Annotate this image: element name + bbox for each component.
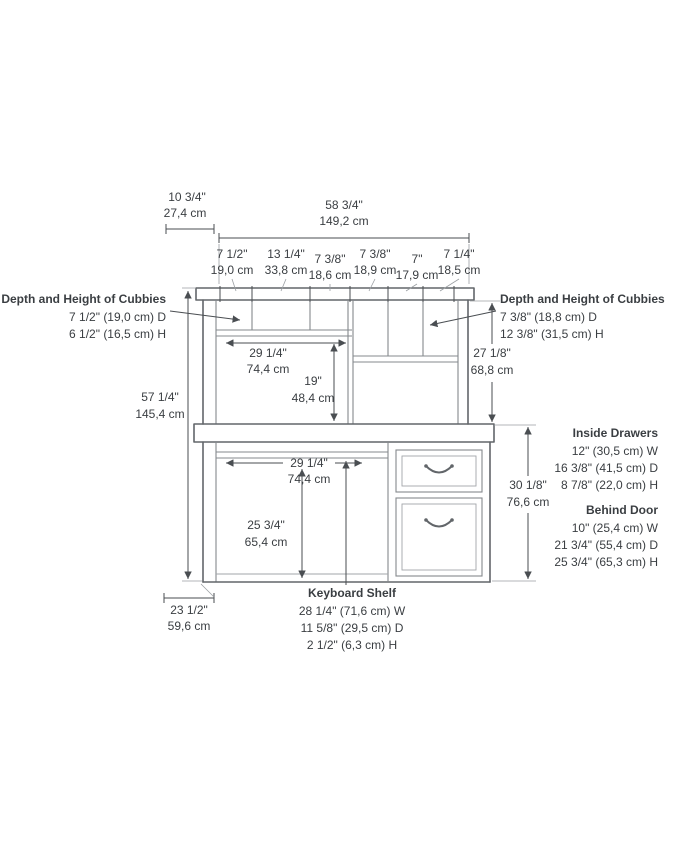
desk [193, 423, 495, 583]
label-cubby6-cm: 18,5 cm [438, 263, 481, 277]
label-desk-open-w-cm: 74,4 cm [288, 472, 331, 486]
label-top-depth-in: 10 3/4" [168, 190, 206, 204]
label-cubby5-cm: 17,9 cm [396, 268, 439, 282]
label-top-depth-cm: 27,4 cm [164, 206, 207, 220]
keyboard-shelf-h: 2 1/2" (6,3 cm) H [307, 638, 397, 652]
label-hutch-shelf-in: 29 1/4" [249, 346, 287, 360]
label-desk-height-cm: 76,6 cm [507, 495, 550, 509]
label-cubby6-in: 7 1/4" [444, 247, 475, 261]
behind-door-d: 21 3/4" (55,4 cm) D [554, 538, 658, 552]
label-desk-open-h-in: 25 3/4" [247, 518, 285, 532]
dim-top-width [218, 233, 470, 243]
behind-door-title: Behind Door [586, 503, 658, 517]
label-depth-in: 23 1/2" [170, 603, 208, 617]
drawer-handle [424, 464, 454, 474]
label-cubby5-in: 7" [412, 252, 423, 266]
dimension-lines [163, 224, 536, 603]
hutch-left-shelf [216, 329, 352, 337]
behind-door-w: 10" (25,4 cm) W [572, 521, 659, 535]
dim-top-depth [165, 224, 215, 234]
label-cubby2-in: 13 1/4" [267, 247, 305, 261]
keyboard-shelf-d: 11 5/8" (29,5 cm) D [301, 621, 404, 635]
door-handle [424, 518, 454, 528]
desktop [193, 423, 495, 443]
inside-drawers-title: Inside Drawers [573, 426, 659, 440]
label-depth-cm: 59,6 cm [168, 619, 211, 633]
keyboard-shelf-title: Keyboard Shelf [308, 586, 397, 600]
label-hutch-shelf-cm: 74,4 cm [247, 362, 290, 376]
left-cubbies-title: Depth and Height of Cubbies [1, 292, 166, 306]
label-top-width-cm: 149,2 cm [319, 214, 368, 228]
label-hutch-height-cm: 68,8 cm [471, 363, 514, 377]
keyboard-shelf-board [216, 451, 388, 459]
right-cubbies-title: Depth and Height of Cubbies [500, 292, 665, 306]
inside-drawers-w: 12" (30,5 cm) W [572, 444, 659, 458]
hutch-right-shelf [353, 355, 458, 363]
label-cubby3-cm: 18,6 cm [309, 268, 352, 282]
label-cubby2-cm: 33,8 cm [265, 263, 308, 277]
dimension-text: 10 3/4" 27,4 cm 58 3/4" 149,2 cm 7 1/2" … [1, 190, 665, 652]
label-desk-height-in: 30 1/8" [509, 478, 547, 492]
door-front [395, 497, 483, 577]
inside-drawers-d: 16 3/8" (41,5 cm) D [554, 461, 658, 475]
right-cubbies-height: 12 3/8" (31,5 cm) H [500, 327, 604, 341]
label-desk-open-h-cm: 65,4 cm [245, 535, 288, 549]
drawer-front [395, 449, 483, 493]
label-cubby4-cm: 18,9 cm [354, 263, 397, 277]
label-total-height-cm: 145,4 cm [135, 407, 184, 421]
left-cubby-leader [169, 310, 241, 323]
label-hutch-open-cm: 48,4 cm [292, 391, 335, 405]
right-cubbies-depth: 7 3/8" (18,8 cm) D [500, 310, 597, 324]
cubby-ticks [219, 286, 455, 302]
behind-door-h: 25 3/4" (65,3 cm) H [554, 555, 658, 569]
hutch [195, 287, 475, 425]
left-cubbies-depth: 7 1/2" (19,0 cm) D [69, 310, 166, 324]
label-hutch-height-in: 27 1/8" [473, 346, 511, 360]
hutch-top-board [195, 287, 475, 301]
label-cubby4-in: 7 3/8" [360, 247, 391, 261]
label-desk-open-w-in: 29 1/4" [290, 456, 328, 470]
label-cubby1-cm: 19,0 cm [211, 263, 254, 277]
inside-drawers-h: 8 7/8" (22,0 cm) H [561, 478, 658, 492]
cubby-leaders [231, 278, 460, 292]
label-hutch-open-in: 19" [304, 374, 322, 388]
dim-depth [163, 593, 215, 603]
hutch-center-partition [347, 300, 354, 424]
left-cubbies-height: 6 1/2" (16,5 cm) H [69, 327, 166, 341]
label-top-width-in: 58 3/4" [325, 198, 363, 212]
label-cubby1-in: 7 1/2" [217, 247, 248, 261]
label-cubby3-in: 7 3/8" [315, 252, 346, 266]
right-cubby-leader [429, 310, 497, 328]
keyboard-shelf-w: 28 1/4" (71,6 cm) W [299, 604, 406, 618]
label-total-height-in: 57 1/4" [141, 390, 179, 404]
